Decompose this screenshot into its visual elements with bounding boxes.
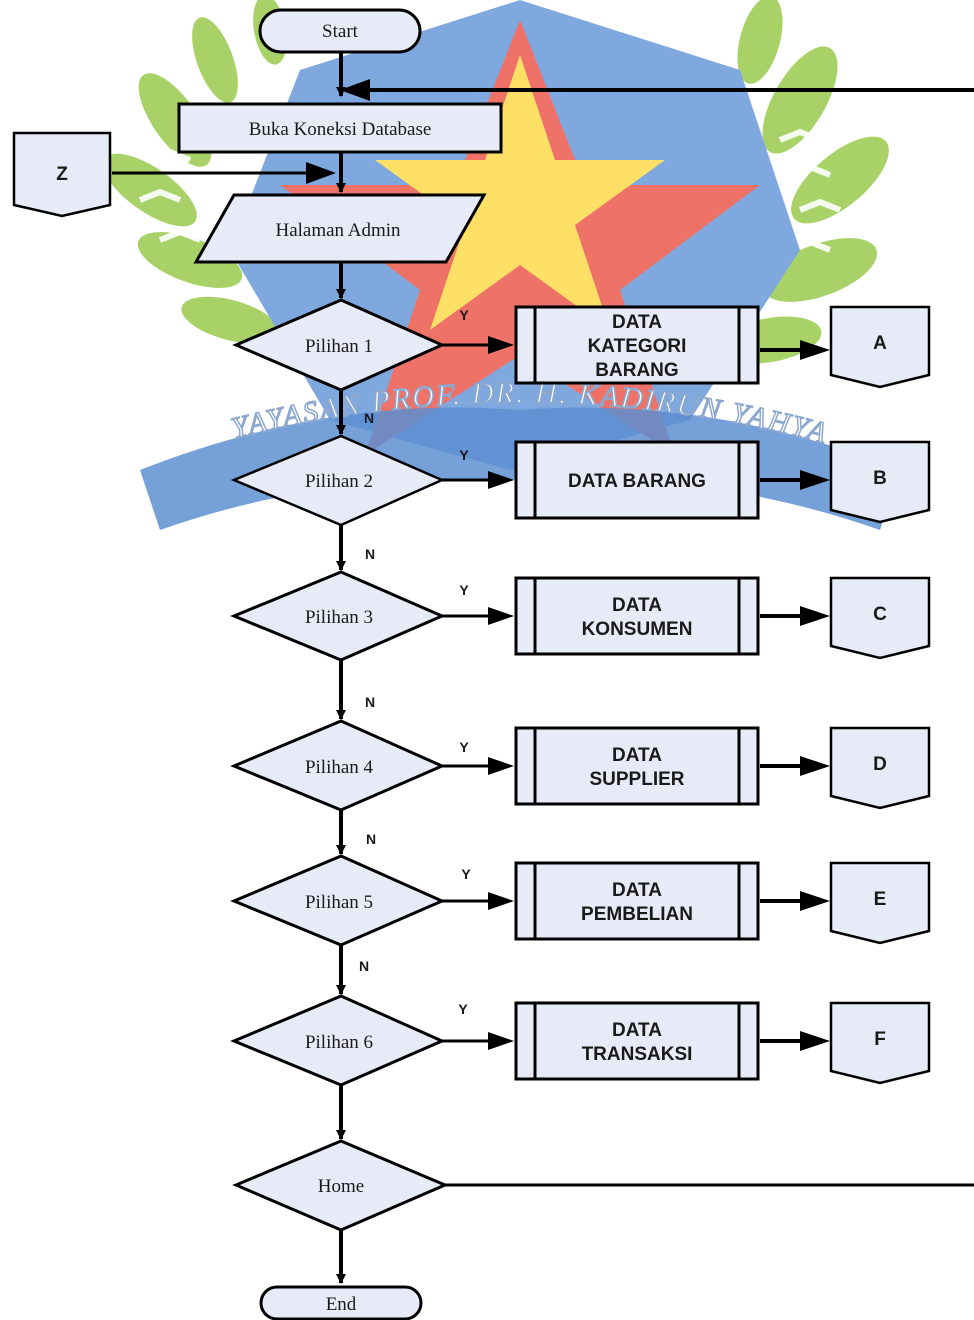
connector-z-label: Z bbox=[56, 164, 68, 185]
decision-label: Pilihan 5 bbox=[305, 892, 373, 913]
connector-label: F bbox=[874, 1029, 886, 1050]
flow-lines bbox=[112, 52, 974, 1284]
connector-label: B bbox=[873, 468, 887, 489]
connector-label: C bbox=[873, 604, 887, 625]
no-label: N bbox=[365, 694, 375, 710]
decision-pilihan-1: Pilihan 1 bbox=[232, 298, 446, 392]
process-label: DATA bbox=[612, 1020, 662, 1041]
decision-pilihan-6: Pilihan 6 bbox=[230, 994, 446, 1087]
process-label: KONSUMEN bbox=[582, 619, 693, 640]
process-label: PEMBELIAN bbox=[581, 904, 693, 925]
yes-label: Y bbox=[458, 1001, 468, 1017]
connector-c: C bbox=[829, 576, 931, 660]
connector-f: F bbox=[829, 1001, 931, 1085]
decision-home: Home bbox=[232, 1139, 449, 1232]
yes-label: Y bbox=[459, 582, 469, 598]
process-label: DATA bbox=[612, 745, 662, 766]
yes-label: Y bbox=[459, 739, 469, 755]
admin-page-io: Halaman Admin bbox=[193, 193, 487, 264]
connector-e: E bbox=[829, 861, 931, 945]
process-boxes: DATA KATEGORI BARANG DATA BARANG DATA KONSUME… bbox=[514, 305, 760, 1081]
decision-label: Pilihan 1 bbox=[305, 336, 373, 357]
process-box-3: DATA KONSUMEN bbox=[514, 576, 760, 656]
connector-d: D bbox=[829, 726, 931, 810]
connector-label: E bbox=[874, 889, 887, 910]
process-label: DATA bbox=[612, 312, 662, 333]
yes-label: Y bbox=[459, 307, 469, 323]
process-label: TRANSAKSI bbox=[582, 1044, 693, 1065]
process-label: DATA BARANG bbox=[568, 471, 706, 492]
no-label: N bbox=[365, 546, 375, 562]
process-box-2: DATA BARANG bbox=[514, 440, 760, 520]
decision-pilihan-2: Pilihan 2 bbox=[230, 434, 446, 527]
process-label: SUPPLIER bbox=[589, 769, 684, 790]
process-box-1: DATA KATEGORI BARANG bbox=[514, 305, 760, 385]
process-label: KATEGORI bbox=[588, 336, 687, 357]
end-label: End bbox=[326, 1294, 357, 1315]
process-label: BARANG bbox=[595, 360, 678, 381]
decision-label: Pilihan 4 bbox=[305, 757, 374, 778]
decision-label: Pilihan 6 bbox=[305, 1032, 373, 1053]
no-label: N bbox=[366, 831, 376, 847]
process-label: DATA bbox=[612, 595, 662, 616]
start-label: Start bbox=[322, 21, 359, 42]
watermark-wreath-right bbox=[718, 0, 889, 364]
branch-labels: Y Y Y Y Y Y N N N N N bbox=[359, 307, 471, 1017]
no-label: N bbox=[359, 958, 369, 974]
decision-label: Pilihan 2 bbox=[305, 471, 373, 492]
open-database-label: Buka Koneksi Database bbox=[249, 119, 432, 140]
decision-label: Pilihan 3 bbox=[305, 607, 373, 628]
connector-boxes: A B C D E F bbox=[829, 305, 931, 1085]
open-database-process: Buka Koneksi Database bbox=[177, 102, 503, 154]
no-label: N bbox=[364, 410, 374, 426]
process-box-5: DATA PEMBELIAN bbox=[514, 861, 760, 941]
process-box-4: DATA SUPPLIER bbox=[514, 726, 760, 806]
start-terminator: Start bbox=[258, 8, 422, 54]
decision-pilihan-3: Pilihan 3 bbox=[230, 570, 446, 662]
yes-label: Y bbox=[459, 447, 469, 463]
watermark-logo: YAYASAN PROF. DR. H. KADIRUN YAHYA bbox=[103, 0, 900, 530]
connector-label: A bbox=[873, 333, 887, 354]
process-label: DATA bbox=[612, 880, 662, 901]
yes-label: Y bbox=[461, 866, 471, 882]
decision-pilihan-4: Pilihan 4 bbox=[230, 719, 446, 812]
connector-a: A bbox=[829, 305, 931, 389]
connector-b: B bbox=[829, 440, 931, 524]
home-label: Home bbox=[318, 1176, 364, 1197]
watermark-yellow-star bbox=[375, 55, 665, 330]
connector-label: D bbox=[873, 754, 887, 775]
process-box-6: DATA TRANSAKSI bbox=[514, 1001, 760, 1081]
admin-page-label: Halaman Admin bbox=[275, 220, 401, 241]
connector-z: Z bbox=[12, 131, 112, 218]
decision-pilihan-5: Pilihan 5 bbox=[230, 854, 446, 947]
end-terminator: End bbox=[259, 1285, 423, 1320]
